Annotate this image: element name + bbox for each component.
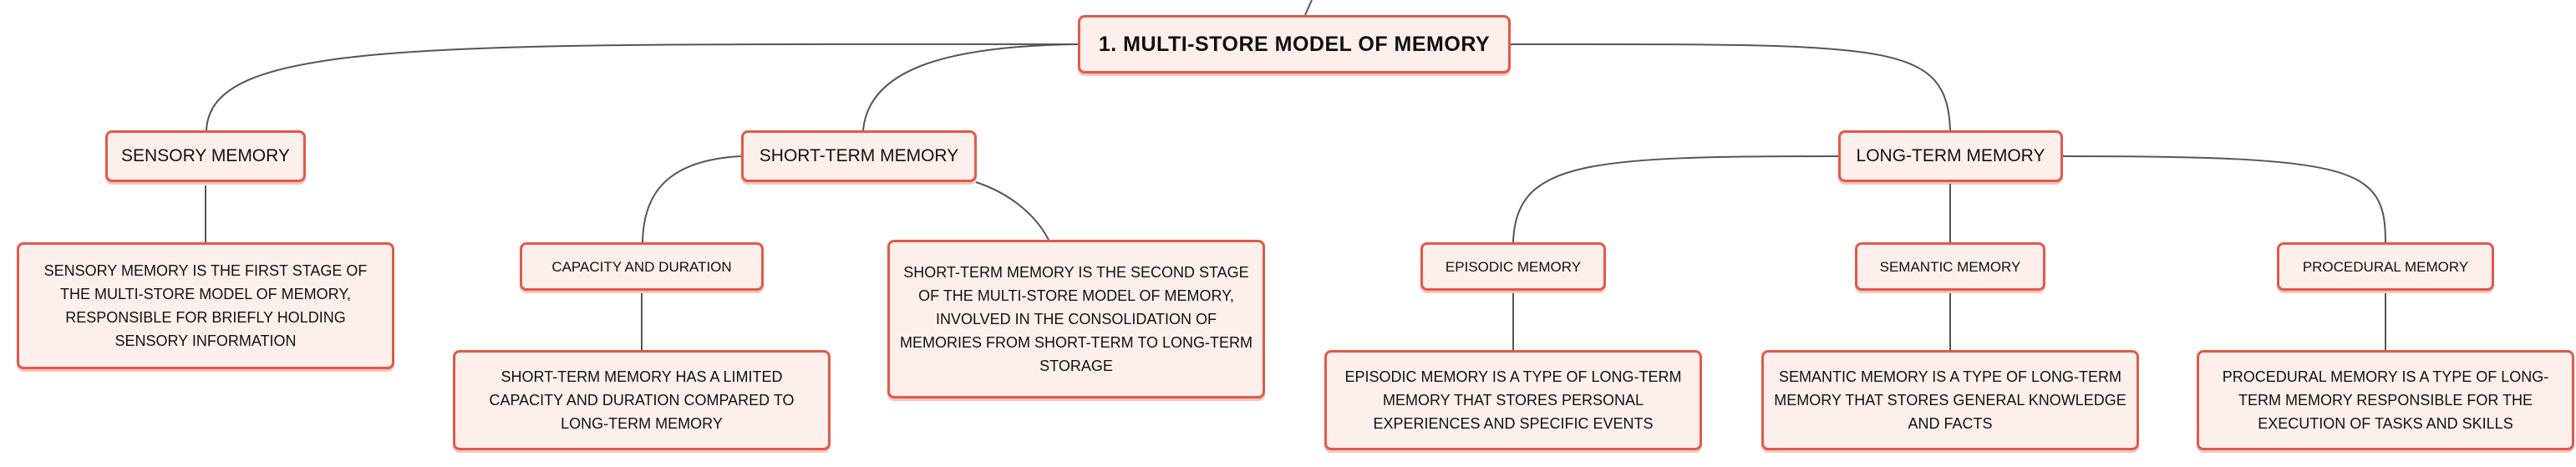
connector-short-term-capacity bbox=[642, 155, 742, 243]
connector-root-sensory bbox=[206, 43, 1079, 131]
capacity-duration-node[interactable]: CAPACITY AND DURATION bbox=[520, 242, 764, 291]
connector-short-term-description bbox=[975, 181, 1049, 241]
episodic-memory-node[interactable]: EPISODIC MEMORY bbox=[1420, 242, 1606, 291]
semantic-memory-description-node[interactable]: SEMANTIC MEMORY IS A TYPE OF LONG-TERM M… bbox=[1761, 350, 2139, 450]
connector-root-short-term bbox=[862, 43, 1079, 131]
episodic-memory-description-node[interactable]: EPISODIC MEMORY IS A TYPE OF LONG-TERM M… bbox=[1324, 350, 1702, 450]
capacity-duration-description-node[interactable]: SHORT-TERM MEMORY HAS A LIMITED CAPACITY… bbox=[453, 350, 831, 450]
short-term-memory-description-node[interactable]: SHORT-TERM MEMORY IS THE SECOND STAGE OF… bbox=[887, 240, 1265, 398]
episodic-memory-description: EPISODIC MEMORY IS A TYPE OF LONG-TERM M… bbox=[1344, 368, 1682, 432]
procedural-memory-node[interactable]: PROCEDURAL MEMORY bbox=[2277, 242, 2494, 291]
connector-long-term-episodic bbox=[1512, 155, 1839, 243]
connector-root-long-term bbox=[1510, 43, 1951, 131]
long-term-memory-label: LONG-TERM MEMORY bbox=[1856, 146, 2045, 165]
semantic-memory-node[interactable]: SEMANTIC MEMORY bbox=[1855, 242, 2045, 291]
root-topic-label: 1. MULTI-STORE MODEL OF MEMORY bbox=[1098, 32, 1491, 56]
sensory-memory-label: SENSORY MEMORY bbox=[121, 146, 290, 165]
connector-root-parent bbox=[1304, 0, 1313, 16]
semantic-memory-description: SEMANTIC MEMORY IS A TYPE OF LONG-TERM M… bbox=[1774, 368, 2126, 432]
procedural-memory-description-node[interactable]: PROCEDURAL MEMORY IS A TYPE OF LONG-TERM… bbox=[2197, 350, 2574, 450]
procedural-memory-label: PROCEDURAL MEMORY bbox=[2302, 258, 2469, 275]
capacity-duration-description: SHORT-TERM MEMORY HAS A LIMITED CAPACITY… bbox=[489, 368, 795, 432]
semantic-memory-label: SEMANTIC MEMORY bbox=[1879, 258, 2021, 275]
short-term-memory-label: SHORT-TERM MEMORY bbox=[759, 146, 959, 165]
root-topic-node[interactable]: 1. MULTI-STORE MODEL OF MEMORY bbox=[1078, 15, 1511, 74]
sensory-memory-description-node[interactable]: SENSORY MEMORY IS THE FIRST STAGE OF THE… bbox=[17, 242, 394, 369]
short-term-memory-node[interactable]: SHORT-TERM MEMORY bbox=[741, 130, 977, 182]
capacity-duration-label: CAPACITY AND DURATION bbox=[551, 258, 732, 275]
long-term-memory-node[interactable]: LONG-TERM MEMORY bbox=[1838, 130, 2063, 182]
connector-long-term-procedural bbox=[2061, 155, 2386, 243]
sensory-memory-description: SENSORY MEMORY IS THE FIRST STAGE OF THE… bbox=[43, 262, 368, 349]
short-term-memory-description: SHORT-TERM MEMORY IS THE SECOND STAGE OF… bbox=[900, 264, 1253, 374]
procedural-memory-description: PROCEDURAL MEMORY IS A TYPE OF LONG-TERM… bbox=[2222, 368, 2549, 432]
episodic-memory-label: EPISODIC MEMORY bbox=[1445, 258, 1582, 275]
sensory-memory-node[interactable]: SENSORY MEMORY bbox=[105, 130, 306, 182]
